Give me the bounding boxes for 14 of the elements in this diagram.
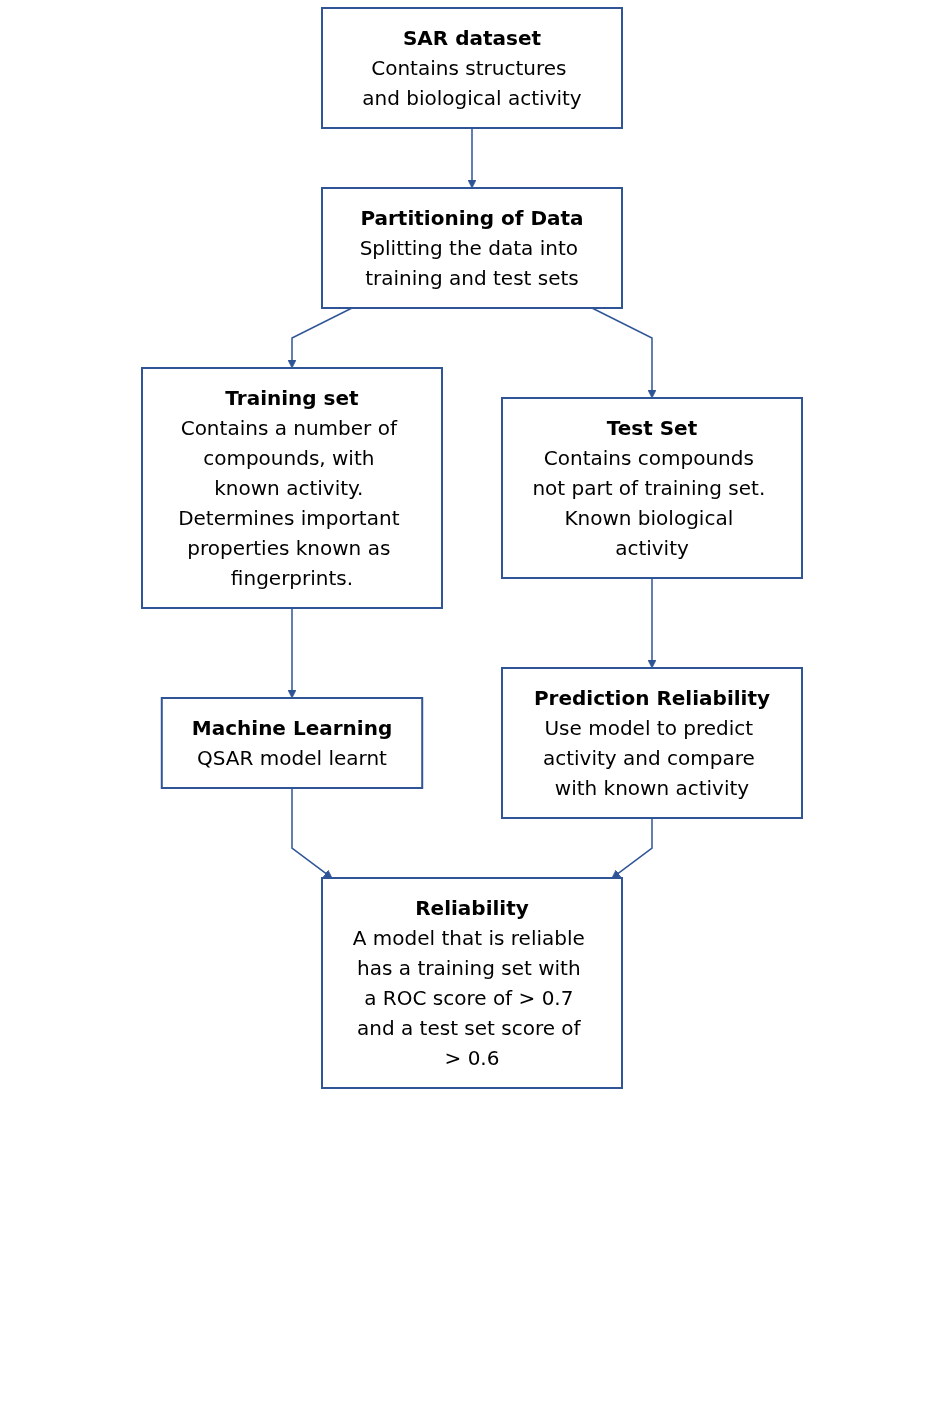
arrow bbox=[611, 817, 653, 879]
node-box: Training set Contains a number of compounds, with known activity. Determines important properties known as fingerprints. bbox=[141, 367, 443, 609]
arrow bbox=[287, 307, 353, 369]
node-box: Reliability A model that is reliable has a training set with a ROC score of > 0.7 and a test set score of > 0.6 bbox=[321, 877, 623, 1089]
arrow bbox=[287, 607, 297, 699]
node-box: SAR dataset Contains structures and biological activity bbox=[321, 7, 623, 129]
node-box: Prediction Reliability Use model to predict activity and compare with known activity bbox=[501, 667, 803, 819]
node-box: Test Set Contains compounds not part of training set. Known biological activity bbox=[501, 397, 803, 579]
arrow bbox=[647, 577, 657, 669]
arrow bbox=[591, 307, 657, 399]
node-box: Machine Learning QSAR model learnt bbox=[160, 697, 424, 789]
arrow bbox=[291, 787, 333, 879]
arrow bbox=[467, 127, 477, 189]
node-box: Partitioning of Data Splitting the data into training and test sets bbox=[321, 187, 623, 309]
